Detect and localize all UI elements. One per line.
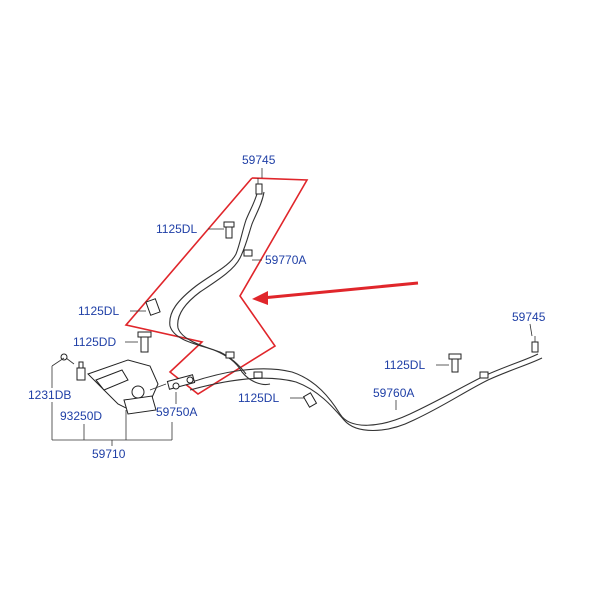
screw-1231DB [60,353,75,365]
equalizer-59750A [166,374,196,390]
label-1125DD: 1125DD [73,335,116,349]
label-59745-top: 59745 [242,153,276,167]
rear-cable-b [189,357,543,431]
label-59760A: 59760A [373,386,414,400]
bolt-1125DL-c [302,392,318,408]
label-1125DL-a: 1125DL [156,222,197,236]
label-1231DB: 1231DB [28,388,71,402]
highlight-arrow [252,281,419,305]
cable-end-right [531,336,539,353]
label-93250D: 93250D [60,409,102,423]
highlight-outline [124,177,309,395]
cable-clip [253,371,263,379]
bolt-1125DL-d [448,353,462,373]
label-1125DL-b: 1125DL [78,304,119,318]
cable-clip [225,351,235,359]
bolt-1125DD [137,331,152,353]
label-1125DL-c: 1125DL [238,391,279,405]
brake-lever-assembly [87,359,167,415]
label-59750A: 59750A [156,405,197,419]
assembly-bracket [51,357,173,446]
bolt-1125DL-a [223,221,235,239]
label-59770A: 59770A [265,253,306,267]
rear-cable-a [185,353,539,426]
front-cable [169,189,271,386]
cable-clip [479,371,489,379]
label-59710: 59710 [92,447,126,461]
bolt-1125DL-b [145,298,161,316]
cable-clip [243,249,253,257]
label-59745-right: 59745 [512,310,546,324]
switch-93250D [76,361,86,381]
label-1125DL-d: 1125DL [384,358,425,372]
cable-end-top [255,178,263,195]
